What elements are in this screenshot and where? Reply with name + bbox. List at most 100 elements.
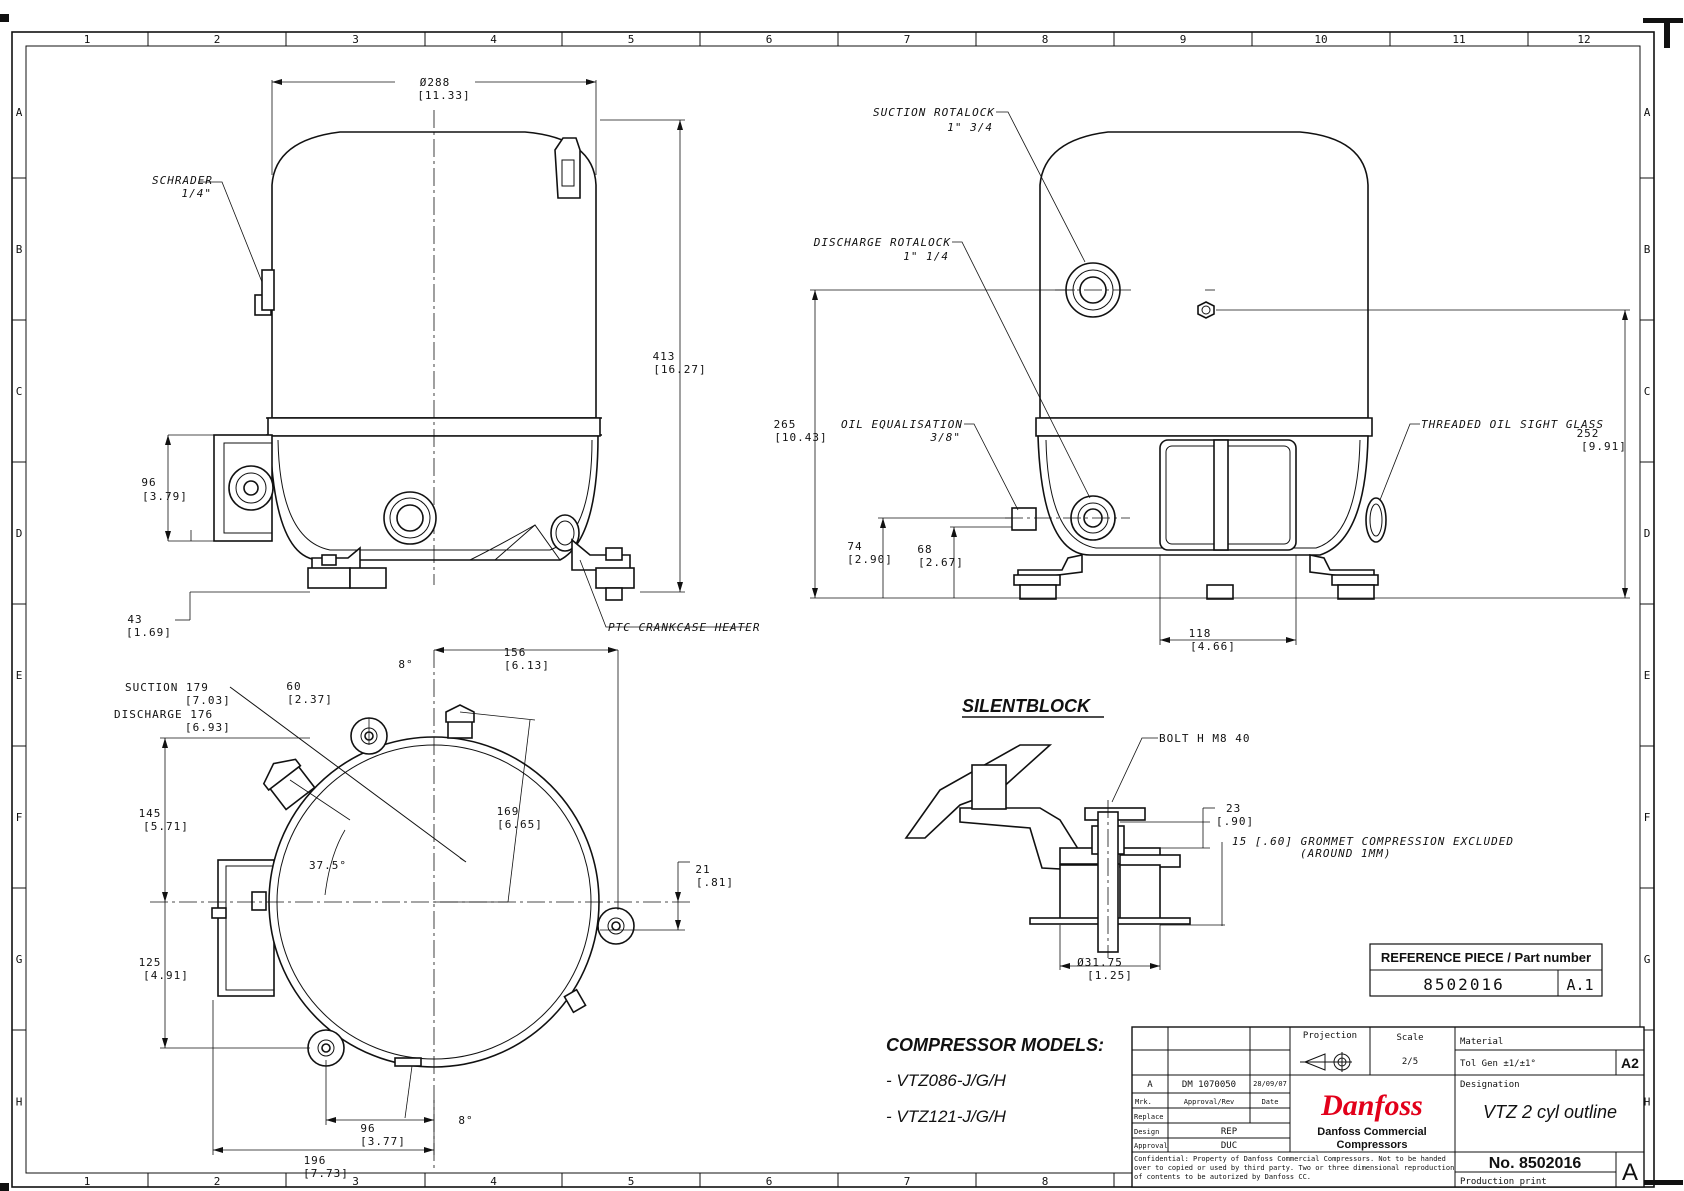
grid-row-label: F bbox=[1644, 811, 1651, 824]
schrader-label: SCHRADER bbox=[152, 174, 213, 187]
grid-column-label: 8 bbox=[1042, 33, 1049, 46]
top-view bbox=[150, 647, 690, 1170]
dim252-in: [9.91] bbox=[1581, 440, 1627, 453]
tb-date: 28/09/07 bbox=[1253, 1080, 1287, 1088]
suction-size: 1" 3/4 bbox=[947, 121, 993, 134]
tb-material: Material bbox=[1460, 1037, 1503, 1047]
models-header: COMPRESSOR MODELS: bbox=[886, 1035, 1104, 1055]
tb-tol: Tol Gen ±1/±1° bbox=[1460, 1059, 1536, 1069]
tb-company1: Danfoss Commercial bbox=[1317, 1126, 1426, 1138]
grid-row-label: D bbox=[16, 527, 23, 540]
reference-rev: A.1 bbox=[1566, 976, 1593, 994]
grid-column-label: 4 bbox=[490, 1175, 497, 1188]
tb-projection: Projection bbox=[1303, 1031, 1357, 1041]
grid-column-label: 5 bbox=[628, 1175, 635, 1188]
front-view bbox=[810, 111, 1630, 645]
top-ang8b: 8° bbox=[458, 1114, 473, 1127]
model-2: - VTZ121-J/G/H bbox=[886, 1107, 1007, 1126]
side-dim96: 96 bbox=[141, 476, 156, 489]
tb-confidential3: of contents to be autorized by Danfoss C… bbox=[1134, 1173, 1311, 1181]
top-dim196-in: [7.73] bbox=[303, 1167, 349, 1180]
oil-eq-label: OIL EQUALISATION bbox=[841, 418, 963, 431]
tb-approval: Approval bbox=[1134, 1142, 1168, 1150]
tb-size: A2 bbox=[1621, 1055, 1639, 1071]
grommet-label: 15 [.60] GROMMET COMPRESSION EXCLUDED bbox=[1232, 835, 1514, 848]
top-dim21: 21 bbox=[695, 863, 710, 876]
top-dim196: 196 bbox=[304, 1154, 327, 1167]
side-dim96-in: [3.79] bbox=[142, 490, 188, 503]
dim118: 118 bbox=[1189, 627, 1212, 640]
ptc-label: PTC CRANKCASE HEATER bbox=[608, 621, 760, 634]
grid-row-label: H bbox=[1644, 1096, 1651, 1109]
tb-design-val: REP bbox=[1221, 1127, 1238, 1137]
grid-row-label: B bbox=[16, 243, 23, 256]
schrader-size: 1/4" bbox=[182, 187, 213, 200]
silentblock-view bbox=[904, 716, 1225, 970]
discharge-176-in: [6.93] bbox=[185, 721, 231, 734]
top-dim96-in: [3.77] bbox=[360, 1135, 406, 1148]
sight-glass-label: THREADED OIL SIGHT GLASS bbox=[1421, 418, 1604, 431]
grid-column-label: 6 bbox=[766, 33, 773, 46]
grid-column-label: 7 bbox=[904, 33, 911, 46]
grid-column-label: 3 bbox=[352, 1175, 359, 1188]
suction-179-in: [7.03] bbox=[185, 694, 231, 707]
top-dim169-in: [6.65] bbox=[497, 818, 543, 831]
side-view bbox=[165, 79, 746, 628]
grid-row-label: A bbox=[16, 106, 23, 119]
top-dim21-in: [.81] bbox=[696, 876, 734, 889]
top-dim169: 169 bbox=[497, 805, 520, 818]
grid-row-label: E bbox=[1644, 669, 1651, 682]
tb-confidential1: Confidential: Property of Danfoss Commer… bbox=[1134, 1155, 1446, 1163]
grid-column-label: 3 bbox=[352, 33, 359, 46]
grid-ticks: 112233445566778899101011111212AABBCCDDEE… bbox=[12, 32, 1654, 1188]
tb-scale: 2/5 bbox=[1402, 1057, 1418, 1067]
sb-diameter: Ø31.75 bbox=[1077, 956, 1123, 969]
grid-column-label: 10 bbox=[1314, 33, 1327, 46]
grid-row-label: D bbox=[1644, 527, 1651, 540]
grid-column-label: 6 bbox=[766, 1175, 773, 1188]
tb-title: VTZ 2 cyl outline bbox=[1483, 1102, 1617, 1122]
grid-column-label: 1 bbox=[84, 1175, 91, 1188]
tb-confidential2: over to copied or used by third party. T… bbox=[1134, 1164, 1454, 1172]
grid-column-label: 8 bbox=[1042, 1175, 1049, 1188]
side-height: 413 bbox=[653, 350, 676, 363]
tb-approval-rev: Approval/Rev bbox=[1184, 1098, 1235, 1106]
top-dim156: 156 bbox=[504, 646, 527, 659]
top-dim96: 96 bbox=[360, 1122, 375, 1135]
dim118-in: [4.66] bbox=[1190, 640, 1236, 653]
tb-number: No. 8502016 bbox=[1489, 1155, 1582, 1172]
grid-column-label: 5 bbox=[628, 33, 635, 46]
grid-row-label: F bbox=[16, 811, 23, 824]
discharge-label: DISCHARGE ROTALOCK bbox=[813, 236, 952, 249]
sb-dim23-in: [.90] bbox=[1216, 815, 1254, 828]
reference-header: REFERENCE PIECE / Part number bbox=[1381, 950, 1591, 965]
suction-179: SUCTION 179 bbox=[125, 681, 209, 694]
tb-company2: Compressors bbox=[1337, 1139, 1408, 1151]
top-dim60-in: [2.37] bbox=[287, 693, 333, 706]
sheet-frame bbox=[0, 14, 1683, 1191]
dim74-in: [2.90] bbox=[847, 553, 893, 566]
reference-piece-box bbox=[1369, 943, 1603, 997]
grid-column-label: 2 bbox=[214, 1175, 221, 1188]
tb-production: Production print bbox=[1460, 1177, 1547, 1187]
side-diameter: Ø288 bbox=[420, 76, 451, 89]
top-ang375: 37.5° bbox=[309, 859, 347, 872]
side-dim43-in: [1.69] bbox=[126, 626, 172, 639]
grid-row-label: C bbox=[1644, 385, 1651, 398]
tb-rev-a: A bbox=[1147, 1080, 1153, 1090]
title-block bbox=[1131, 1026, 1645, 1188]
dim265-in: [10.43] bbox=[774, 431, 827, 444]
grid-column-label: 9 bbox=[1180, 33, 1187, 46]
dim265: 265 bbox=[774, 418, 797, 431]
side-diameter-in: [11.33] bbox=[417, 89, 470, 102]
tb-replace: Replace bbox=[1134, 1113, 1164, 1121]
danfoss-logo: Danfoss bbox=[1320, 1089, 1423, 1122]
grid-row-label: B bbox=[1644, 243, 1651, 256]
tb-mrk: Mrk. bbox=[1135, 1098, 1152, 1106]
grid-column-label: 4 bbox=[490, 33, 497, 46]
side-dim43: 43 bbox=[127, 613, 142, 626]
tb-dm: DM 1070050 bbox=[1182, 1080, 1236, 1090]
tb-designation: Designation bbox=[1460, 1080, 1520, 1090]
silentblock-title: SILENTBLOCK bbox=[962, 696, 1092, 716]
